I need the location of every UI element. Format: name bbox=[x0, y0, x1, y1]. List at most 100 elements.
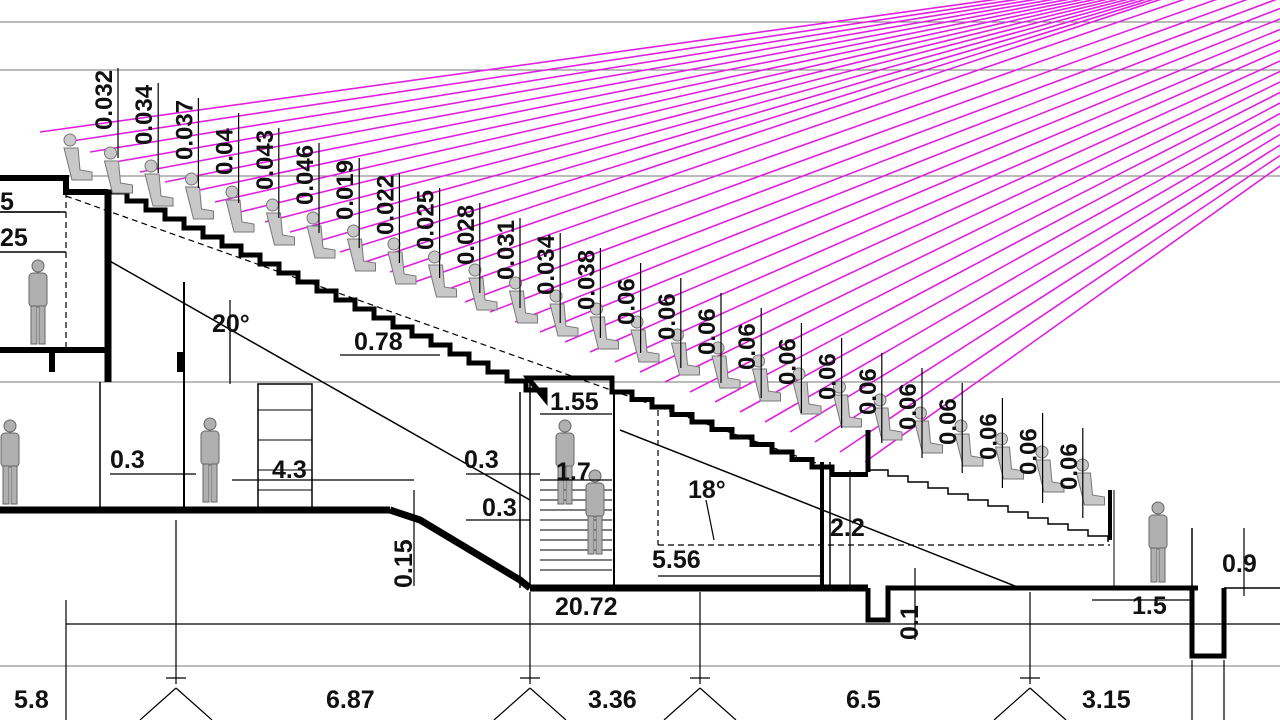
bottom-dim-5: 3.15 bbox=[1082, 686, 1131, 714]
tier-dim-label: 0.06 bbox=[855, 368, 882, 415]
tier-dim-label: 0.019 bbox=[332, 160, 359, 220]
tier-dim-label: 0.037 bbox=[171, 100, 198, 160]
tier-dim-label: 0.06 bbox=[935, 398, 962, 445]
seated-person bbox=[103, 146, 133, 194]
sightline-group bbox=[39, 0, 1280, 463]
left-partial-1: 5 bbox=[0, 188, 14, 216]
structure bbox=[0, 175, 1280, 659]
standing-person-5 bbox=[585, 469, 605, 555]
dim-03-a: 0.3 bbox=[110, 446, 145, 474]
bottom-dimensions: 5.8 6.87 3.36 6.5 3.15 bbox=[14, 686, 1131, 714]
tier-dim-label: 0.06 bbox=[815, 353, 842, 400]
angle-upper: 20° bbox=[212, 310, 250, 338]
seating-steps bbox=[108, 189, 1109, 542]
sightline bbox=[164, 0, 1084, 183]
seated-person bbox=[873, 393, 903, 441]
dim-2072: 20.72 bbox=[555, 593, 618, 621]
dim-078: 0.78 bbox=[354, 328, 403, 356]
seated-person bbox=[589, 302, 619, 350]
tier-dim-label: 0.025 bbox=[413, 190, 440, 250]
sightline bbox=[589, 49, 1280, 353]
bottom-dim-1: 5.8 bbox=[14, 686, 49, 714]
sightline bbox=[489, 7, 1280, 313]
sightline bbox=[814, 144, 1280, 443]
sightline bbox=[564, 39, 1280, 343]
sightline bbox=[389, 0, 1185, 273]
sightline bbox=[364, 0, 1162, 263]
seated-person bbox=[306, 211, 336, 259]
standing-person-6 bbox=[1148, 501, 1168, 583]
standing-person-1 bbox=[28, 259, 48, 345]
tier-dim-label: 0.04 bbox=[212, 128, 239, 175]
seated-person bbox=[832, 380, 862, 428]
sightline bbox=[439, 0, 1248, 293]
sightline bbox=[764, 123, 1280, 423]
bottom-dim-2: 6.87 bbox=[326, 686, 375, 714]
upper-tier-steps bbox=[108, 189, 868, 477]
dim-03-c: 0.3 bbox=[482, 494, 517, 522]
dim-01: 0.1 bbox=[896, 605, 924, 640]
sightline bbox=[664, 81, 1280, 383]
seated-person bbox=[549, 289, 579, 337]
seated-person bbox=[508, 276, 538, 324]
dim-03-b: 0.3 bbox=[464, 446, 499, 474]
sightline bbox=[264, 0, 1129, 223]
sightline bbox=[89, 0, 1038, 153]
tier-dim-label: 0.043 bbox=[252, 130, 279, 190]
tier-dim-label: 0.032 bbox=[91, 70, 118, 130]
labels: 5 25 20° 0.78 1.55 0.3 4.3 0.3 1.7 18° 0… bbox=[0, 188, 1257, 640]
footing-2 bbox=[493, 592, 567, 721]
seated-person bbox=[468, 263, 498, 311]
sightline bbox=[514, 18, 1280, 323]
dimension-lines bbox=[0, 211, 1280, 640]
dim-22: 2.2 bbox=[830, 514, 865, 542]
sightline bbox=[614, 60, 1280, 363]
seated-person bbox=[427, 250, 457, 298]
sightline bbox=[864, 165, 1280, 463]
lower-tier-steps bbox=[868, 469, 1109, 542]
footings bbox=[65, 520, 1225, 721]
seated-person bbox=[265, 198, 295, 246]
sightline bbox=[189, 0, 1096, 193]
standing-person-4 bbox=[555, 419, 575, 505]
footing-1 bbox=[139, 520, 213, 721]
tier-dim-label: 0.06 bbox=[614, 278, 641, 325]
tier-dim-label: 0.034 bbox=[533, 234, 560, 295]
tier-dim-label: 0.038 bbox=[573, 250, 600, 310]
seated-person bbox=[184, 172, 214, 220]
footing-4 bbox=[993, 592, 1067, 721]
standing-figures bbox=[0, 259, 1168, 583]
sightline bbox=[239, 0, 1119, 213]
bottom-dim-3: 3.36 bbox=[588, 686, 637, 714]
sightline bbox=[739, 112, 1280, 413]
sightline bbox=[414, 0, 1218, 283]
tier-dim-label: 0.06 bbox=[1056, 443, 1083, 490]
sightline bbox=[714, 102, 1280, 403]
dim-17: 1.7 bbox=[556, 458, 591, 486]
sightline bbox=[64, 0, 1019, 143]
footing-3 bbox=[663, 592, 737, 721]
sightline bbox=[314, 0, 1146, 243]
tier-dim-label: 0.022 bbox=[372, 175, 399, 235]
sightline bbox=[689, 91, 1280, 393]
sightline bbox=[839, 154, 1280, 453]
sightline bbox=[289, 0, 1138, 233]
angle-lower: 18° bbox=[688, 476, 726, 504]
dim-09: 0.9 bbox=[1222, 550, 1257, 578]
bottom-dim-4: 6.5 bbox=[846, 686, 881, 714]
tier-dim-label: 0.06 bbox=[1016, 428, 1043, 475]
dim-15: 1.5 bbox=[1132, 592, 1167, 620]
standing-person-2 bbox=[0, 419, 20, 505]
tier-dim-label: 0.06 bbox=[734, 323, 761, 370]
left-partial-2: 25 bbox=[0, 224, 28, 252]
tier-dim-label: 0.06 bbox=[774, 338, 801, 385]
tier-dim-label: 0.06 bbox=[654, 293, 681, 340]
dimension-ticks bbox=[117, 68, 1084, 518]
dim-155: 1.55 bbox=[550, 388, 599, 416]
seated-person bbox=[387, 237, 417, 285]
dim-556: 5.56 bbox=[652, 546, 701, 574]
sightline bbox=[114, 0, 1054, 163]
